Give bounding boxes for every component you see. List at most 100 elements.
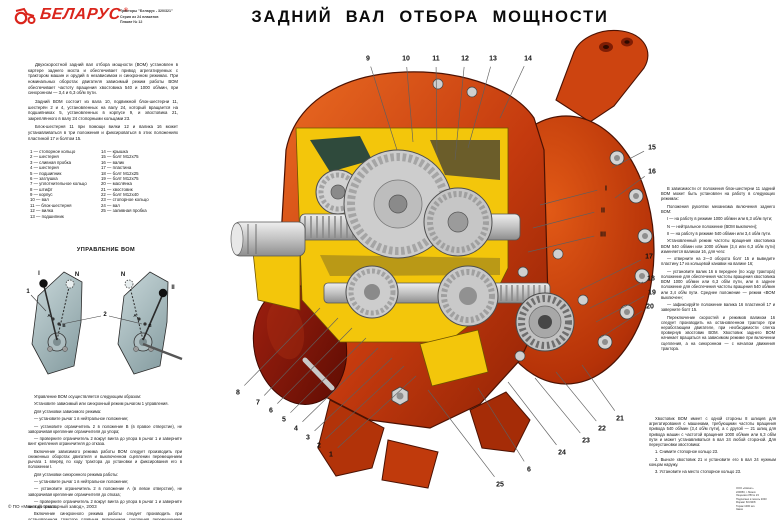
- callout-leader-line: [599, 310, 643, 339]
- procedure-paragraph: Управление ВОМ осуществляется следующим …: [34, 394, 142, 399]
- control-procedure-text: Управление ВОМ осуществляется следующим …: [28, 394, 182, 520]
- part-item: 18 — болт М12х25: [101, 170, 139, 176]
- part-item: 7 — уплотнительное кольцо: [30, 181, 87, 187]
- callout-number: 22: [598, 426, 606, 433]
- series-info-line: Тракторы "Беларус - 320/321": [120, 9, 173, 13]
- control-panel-left: I N A B 1: [26, 271, 83, 375]
- procedure-paragraph: Для установки синхронного режима работы:: [34, 471, 119, 477]
- lever-knob: [158, 288, 168, 298]
- callout-number: 3: [306, 435, 310, 442]
- callout-leader-line: [589, 281, 644, 309]
- callout-leader-line: [477, 387, 525, 462]
- callout-leader-line: [454, 66, 465, 161]
- callout-number: 2: [317, 443, 321, 450]
- callout-number: 23: [582, 438, 590, 445]
- part-item: 23 — стопорное кольцо: [101, 197, 149, 203]
- series-info-line: Плакат № 12: [120, 20, 143, 25]
- shaft-end-paragraph: 3. Установите на место стопорное кольцо …: [655, 469, 742, 475]
- part-item: 19 — болт М12х75: [101, 175, 139, 181]
- shaft-end-paragraph: 2. Выньте хвостовик 21 и установите его …: [649, 456, 776, 467]
- modes-paragraph: II — на работу в режиме 540 об/мин или 3…: [667, 231, 772, 237]
- callout-number: 19: [648, 290, 656, 297]
- registered-mark: ®: [123, 8, 129, 14]
- procedure-paragraph: Включение зависимого режима работы ВОМ с…: [28, 448, 182, 470]
- part-item: 25 — заливная пробка: [101, 208, 147, 214]
- callout-leader-line: [611, 150, 645, 169]
- part-item: 11 — блок-шестерня: [30, 202, 72, 208]
- imprint-line: Тираж 1000 экз.: [736, 504, 756, 508]
- callout-number: 16: [648, 169, 656, 176]
- callout-leader-line: [435, 66, 438, 156]
- intro-paragraph: Двухскоростной задний вал отбора мощност…: [28, 62, 178, 96]
- callout-number: 14: [524, 56, 532, 63]
- callout-number: I: [605, 186, 607, 193]
- procedure-paragraph: — установите ограничитель 2 в положение …: [28, 423, 182, 434]
- procedure-paragraph: — проверните ограничитель 2 вокруг винта…: [28, 498, 182, 510]
- callout-number: 1: [329, 452, 333, 459]
- callout-leader-line: [595, 295, 645, 323]
- callout-number: 15: [648, 145, 656, 152]
- callout-number: 12: [461, 56, 469, 63]
- part-item: 6 — заглушка: [30, 175, 58, 181]
- procedure-paragraph: Для установки зависимого режима:: [34, 408, 102, 414]
- imprint-line: 220050, г. Минск: [736, 490, 756, 494]
- callout-leader-line: [579, 259, 642, 291]
- callout-number: 20: [646, 304, 654, 311]
- part-item: 14 — крышка: [101, 149, 128, 154]
- tractor-icon: [14, 7, 36, 25]
- callout-number: 6: [269, 408, 273, 415]
- hole-label-A: A: [47, 313, 51, 318]
- intro-paragraph: Блок-шестерня 11 при помощи вилки 12 и в…: [28, 124, 178, 141]
- position-label-II: II: [171, 285, 175, 291]
- modes-paragraph: — зафиксируйте положение валика 16 пласт…: [661, 302, 775, 313]
- modes-paragraph: I — на работу в режиме 1000 об/мин или 6…: [667, 216, 773, 222]
- callout-leader-line: [427, 389, 495, 478]
- callout-number: 18: [647, 276, 655, 283]
- part-item: 3 — сливная пробка: [30, 159, 72, 165]
- callout-number: 9: [366, 56, 370, 63]
- part-item: 9 — корпус: [30, 192, 53, 197]
- flange-bolts: [432, 78, 653, 362]
- position-label-N: N: [75, 272, 79, 278]
- part-item: 20 — маслёнка: [101, 181, 132, 187]
- part-item: 2 — шестерня: [30, 154, 59, 160]
- callout-leader-line: [467, 66, 491, 149]
- callout-leader-line: [527, 235, 595, 253]
- lever-solid: [43, 285, 58, 341]
- callout-leader-line: [370, 66, 398, 151]
- part-item: 24 — вал: [101, 202, 120, 208]
- poster-title: ЗАДНИЙ ВАЛ ОТБОРА МОЩНОСТИ: [251, 8, 609, 26]
- callout-2-group: 2: [61, 312, 143, 325]
- callout-number: 5: [282, 417, 286, 424]
- housing-legs: [317, 391, 531, 489]
- procedure-paragraph: — установите рычаг 1 в нейтральное полож…: [34, 478, 129, 484]
- modes-paragraph: Положения рукоятки механизма включения з…: [661, 203, 775, 214]
- control-section-heading: УПРАВЛЕНИЕ ВОМ: [76, 247, 136, 253]
- callout-leader-line: [337, 375, 417, 449]
- callout-leader-line: [277, 327, 353, 404]
- callout-leader-line: [555, 371, 597, 422]
- callout-number: 21: [616, 416, 624, 423]
- callout-number: 10: [402, 56, 410, 63]
- pto-control-figure: I N A B 1 N II A B 2: [26, 271, 183, 375]
- front-shaft-boss: [230, 221, 306, 257]
- callout-1: 1: [26, 289, 30, 295]
- part-item: 8 — штифт: [30, 186, 53, 192]
- control-panel-right: N II A B: [117, 271, 183, 375]
- procedure-paragraph: Включение синхронного режима работы след…: [28, 511, 182, 520]
- modes-paragraph: N — нейтральное положение (ВОМ выключен)…: [667, 223, 758, 229]
- part-item: 17 — пластина: [101, 165, 132, 171]
- imprint-line: Лицензия ЛВ № 23: [736, 494, 759, 497]
- imprint-line: Заказ: [736, 508, 743, 511]
- callout-leader-line: [302, 347, 379, 422]
- lever-knob: [39, 279, 48, 288]
- callout-number: 8: [236, 390, 240, 397]
- procedure-paragraph: — установите рычаг 1 в нейтральное полож…: [34, 416, 129, 422]
- callout-number: 11: [432, 56, 440, 63]
- hole-label-B: B: [148, 323, 152, 328]
- hole-label-B: B: [62, 323, 66, 328]
- callout-leader-line: [314, 357, 393, 432]
- shaft-end-paragraph: Хвостовик ВОМ имеет с одной стороны 8 шл…: [649, 416, 776, 447]
- imprint-line: Подписано в печать 2003: [736, 497, 767, 501]
